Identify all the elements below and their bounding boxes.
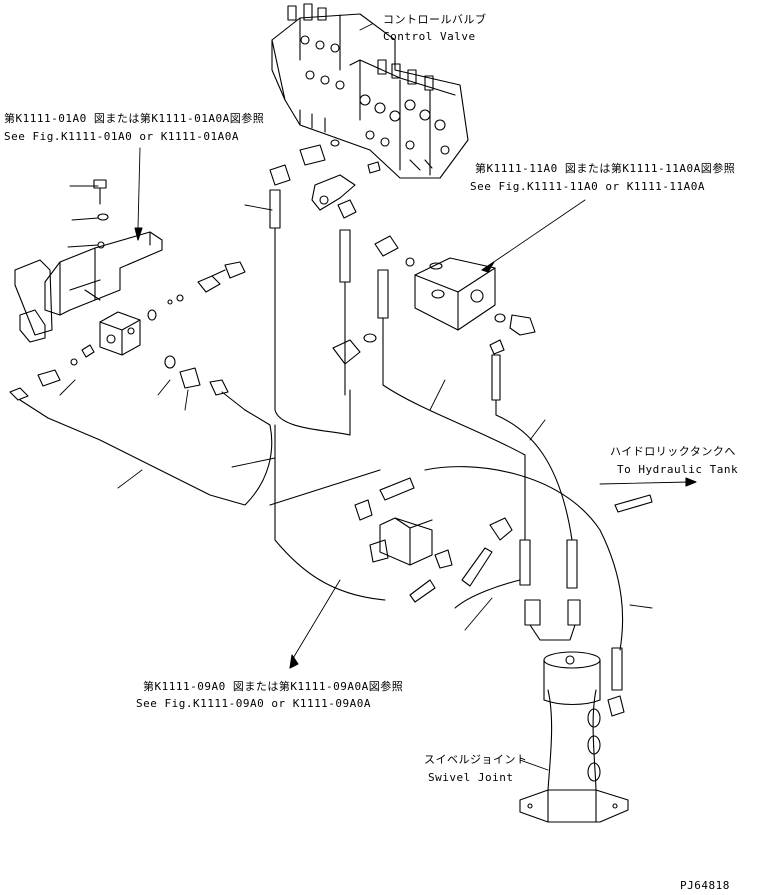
swivel-label-jp: スイベルジョイント [424, 753, 528, 766]
left-fittings [10, 262, 245, 418]
arrowhead [135, 228, 142, 240]
ref1-label-jp: 第K1111-01A0 図または第K1111-01A0A図参照 [4, 112, 265, 125]
right-valve-block [333, 236, 535, 400]
arrowhead [686, 478, 696, 486]
leader-lines [60, 24, 690, 770]
arrowhead [290, 655, 298, 668]
swivel-joint [520, 648, 628, 822]
mid-fittings [355, 478, 652, 640]
tank-label-jp: ハイドロリックタンクへ [610, 445, 736, 458]
control-valve-label-en: Control Valve [383, 30, 476, 43]
ref3-label-jp: 第K1111-09A0 図または第K1111-09A0A図参照 [143, 680, 404, 693]
control-valve-label-jp: コントロールバルブ [383, 13, 487, 26]
ref1-label-en: See Fig.K1111-01A0 or K1111-01A0A [4, 130, 240, 143]
valve-fittings [270, 140, 380, 282]
tank-label-en: To Hydraulic Tank [617, 463, 739, 476]
ref2-label-en: See Fig.K1111-11A0 or K1111-11A0A [470, 180, 706, 193]
drawing-number: PJ64818 [680, 879, 730, 892]
control-valve [272, 4, 468, 178]
arrowhead [482, 262, 494, 272]
ref2-label-jp: 第K1111-11A0 図または第K1111-11A0A図参照 [475, 162, 736, 175]
swivel-label-en: Swivel Joint [428, 771, 514, 784]
left-valve-block [15, 180, 162, 355]
hoses [48, 228, 623, 650]
ref3-label-en: See Fig.K1111-09A0 or K1111-09A0A [136, 697, 372, 710]
